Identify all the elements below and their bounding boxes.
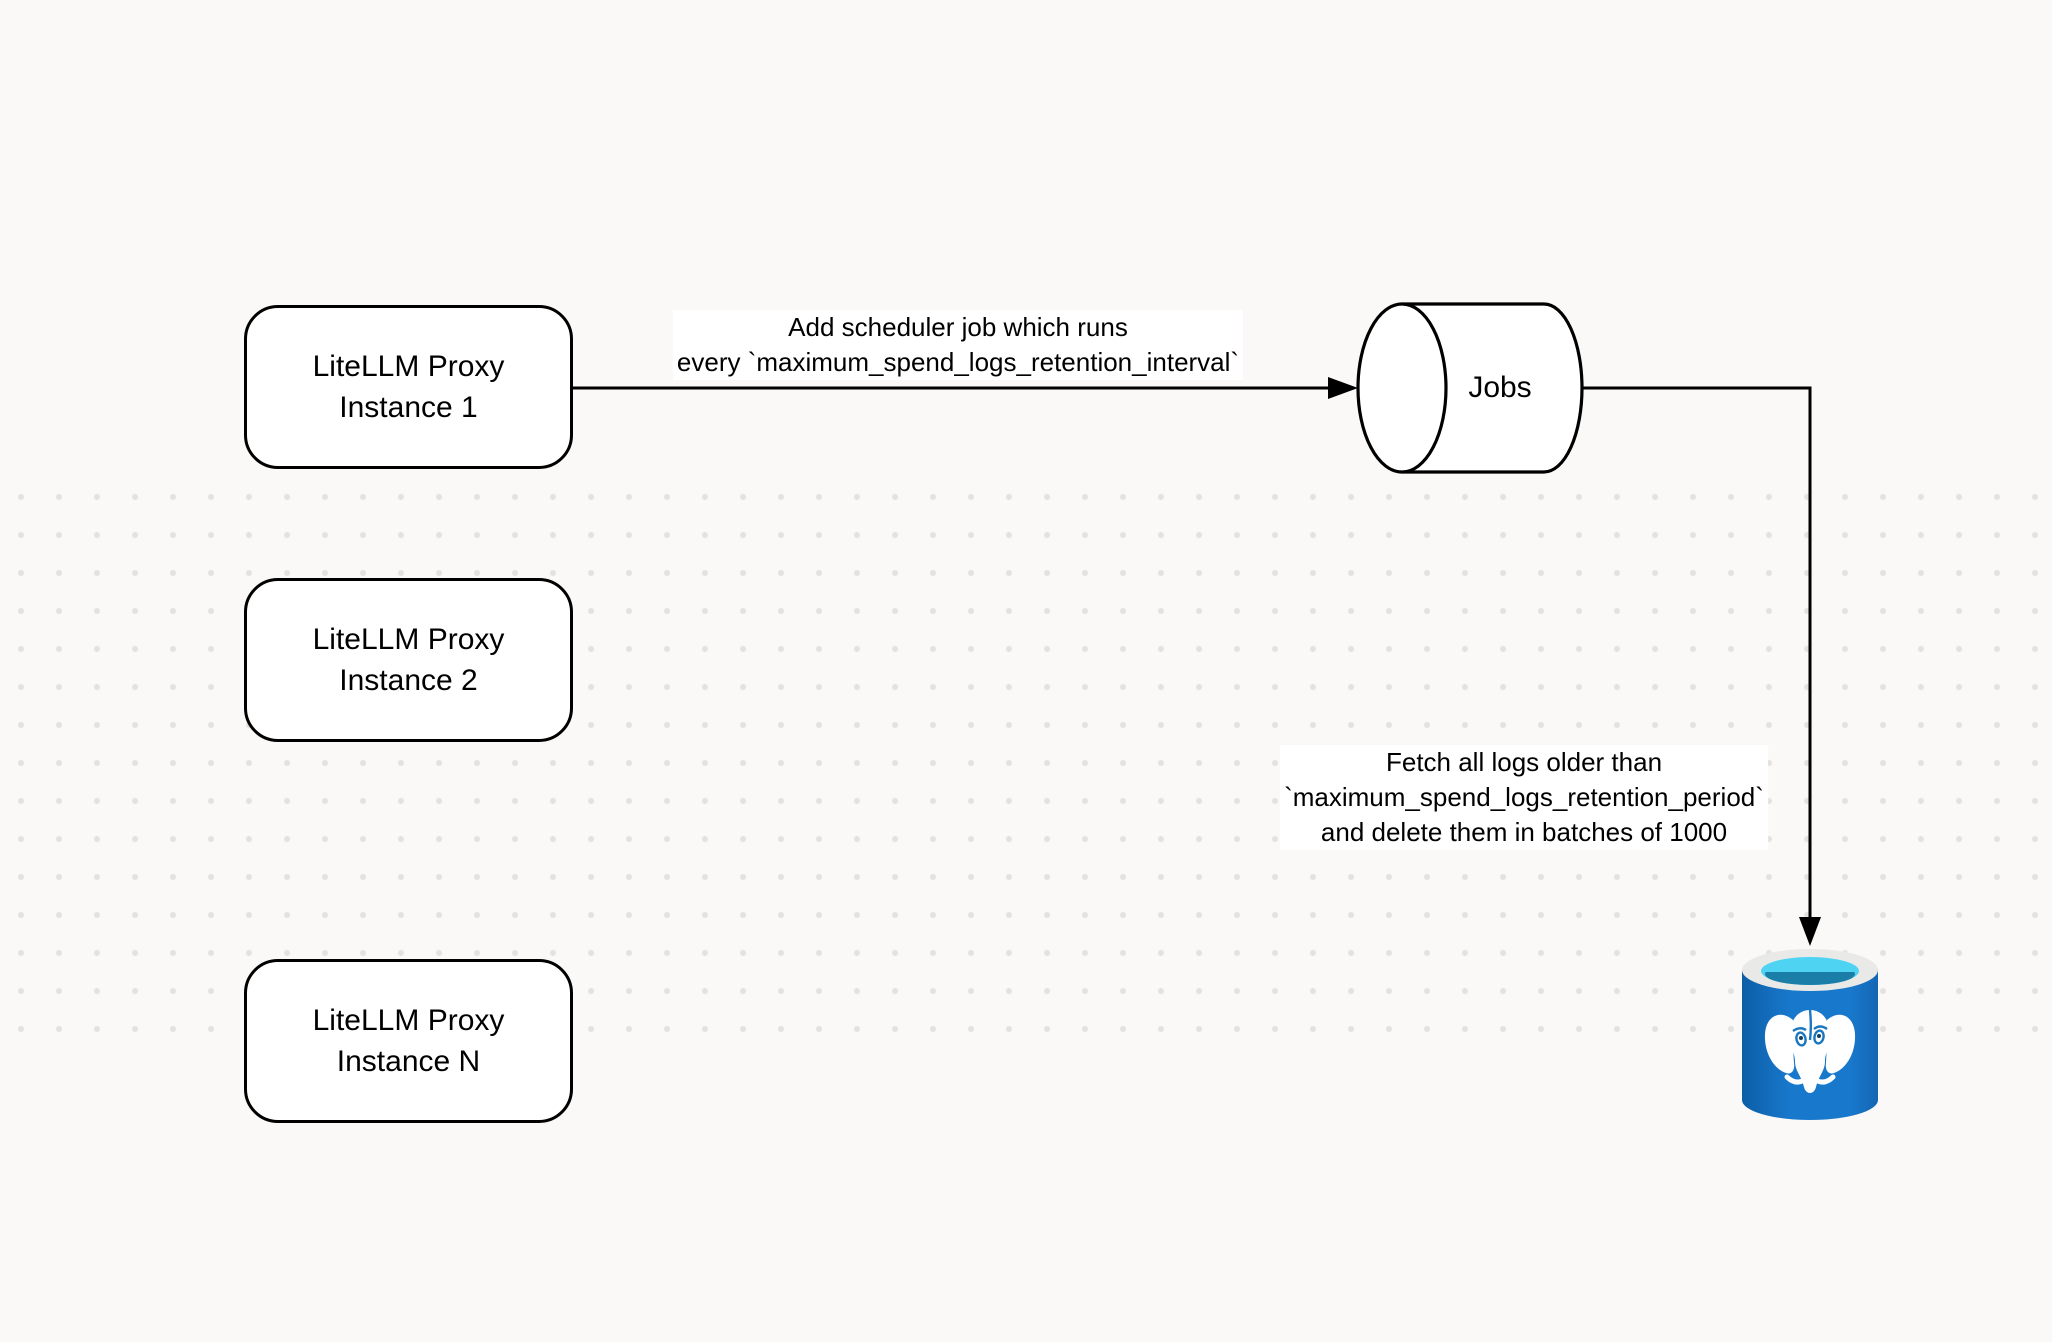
fetch-edge-label-line2: `maximum_spend_logs_retention_period` (1284, 782, 1764, 812)
node-label-line1: LiteLLM Proxy (312, 1004, 505, 1037)
scheduler-edge-label-line1: Add scheduler job which runs (788, 312, 1128, 342)
edge-jobs-to-postgres (1582, 386, 1812, 918)
fetch-edge-label-line3: and delete them in batches of 1000 (1320, 817, 1728, 847)
fetch-edge-label-line1: Fetch all logs older than (1385, 747, 1663, 777)
jobs-node-label: Jobs (1468, 371, 1532, 404)
scheduler-edge-label-line2: every `maximum_spend_logs_retention_inte… (676, 347, 1240, 377)
node-litellm-proxy-instance-1: LiteLLM Proxy Instance 1 (244, 305, 573, 469)
queue-opening-ellipse (1356, 302, 1448, 474)
node-label-line1: LiteLLM Proxy (312, 350, 505, 383)
postgres-database-icon (1742, 949, 1878, 1120)
node-label-line2: Instance 1 (339, 391, 478, 424)
node-litellm-proxy-instance-n: LiteLLM Proxy Instance N (244, 959, 573, 1123)
arrowhead-down-icon (1799, 917, 1821, 946)
arrowhead-right-icon (1328, 377, 1358, 399)
postgres-cylinder-liquid (1765, 972, 1855, 985)
scheduler-edge-label: Add scheduler job which runs every `maxi… (672, 310, 1244, 380)
node-litellm-proxy-instance-2: LiteLLM Proxy Instance 2 (244, 578, 573, 742)
node-label-line1: LiteLLM Proxy (312, 623, 505, 656)
node-label-line2: Instance 2 (339, 664, 478, 697)
node-label-line2: Instance N (336, 1045, 481, 1078)
postgres-elephant-icon (1764, 1009, 1856, 1093)
node-jobs-queue (1356, 302, 1584, 474)
fetch-delete-edge-label: Fetch all logs older than `maximum_spend… (1280, 745, 1768, 850)
